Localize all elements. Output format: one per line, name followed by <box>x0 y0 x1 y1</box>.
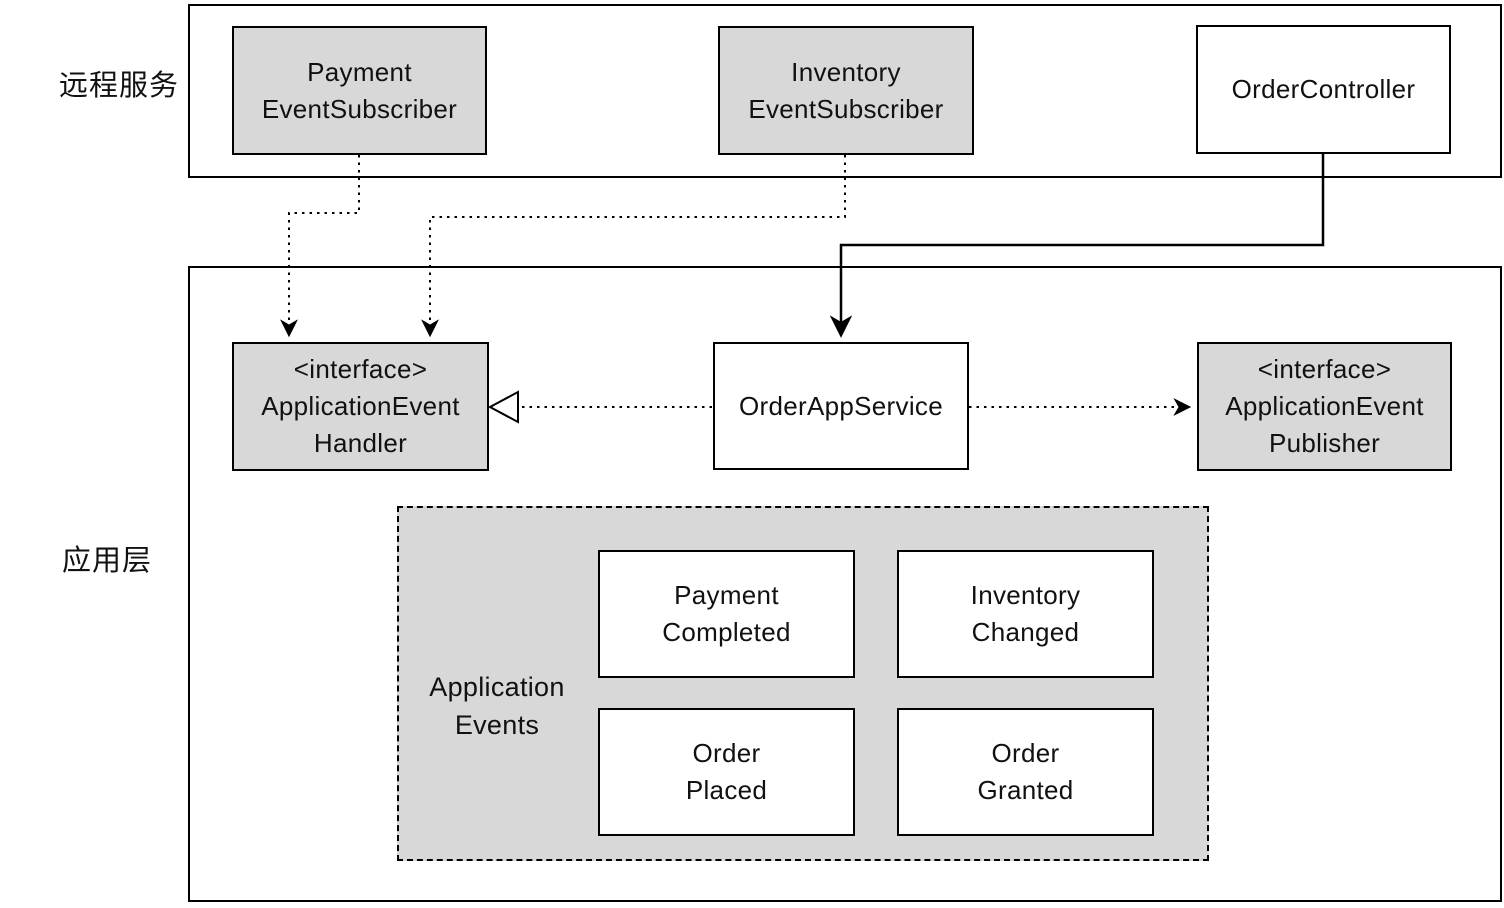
node-payment-event-subscriber: Payment EventSubscriber <box>232 26 487 155</box>
node-label-line: <interface> <box>293 354 428 384</box>
node-label-line: Order <box>692 738 761 768</box>
application-events-group-label: Application Events <box>397 668 597 744</box>
node-label-line: Payment <box>674 580 779 610</box>
node-inventory-event-subscriber: Inventory EventSubscriber <box>718 26 974 155</box>
node-label-line: OrderAppService <box>739 390 943 421</box>
node-label-line: Payment <box>307 56 412 87</box>
node-label-line: Granted <box>977 775 1074 805</box>
node-label-line: ApplicationEvent <box>1225 391 1424 421</box>
remote-services-label: 远程服务 <box>59 70 180 102</box>
node-order-placed: Order Placed <box>598 708 855 836</box>
node-label-line: OrderController <box>1231 74 1416 104</box>
node-application-event-publisher: <interface> ApplicationEvent Publisher <box>1197 342 1452 471</box>
node-label-line: <interface> <box>1257 354 1392 384</box>
node-label-line: Handler <box>313 428 408 458</box>
node-label-line: EventSubscriber <box>748 93 944 124</box>
node-label-line: ApplicationEvent <box>261 391 460 421</box>
node-payment-completed: Payment Completed <box>598 550 855 678</box>
group-label-line: Application <box>429 672 565 702</box>
node-label-line: Completed <box>662 617 791 647</box>
node-label-line: Inventory <box>791 56 901 87</box>
node-order-controller: OrderController <box>1196 25 1451 154</box>
node-label-line: Inventory <box>970 580 1081 610</box>
node-label-line: Publisher <box>1268 428 1381 458</box>
node-order-app-service: OrderAppService <box>713 342 969 470</box>
application-layer-label: 应用层 <box>62 545 153 577</box>
node-label-line: Placed <box>685 775 768 805</box>
node-order-granted: Order Granted <box>897 708 1154 836</box>
node-label-line: Order <box>991 738 1060 768</box>
node-application-event-handler: <interface> ApplicationEvent Handler <box>232 342 489 471</box>
group-label-line: Events <box>454 710 540 740</box>
node-label-line: EventSubscriber <box>261 93 458 124</box>
node-label-line: Changed <box>971 617 1080 647</box>
node-inventory-changed: Inventory Changed <box>897 550 1154 678</box>
